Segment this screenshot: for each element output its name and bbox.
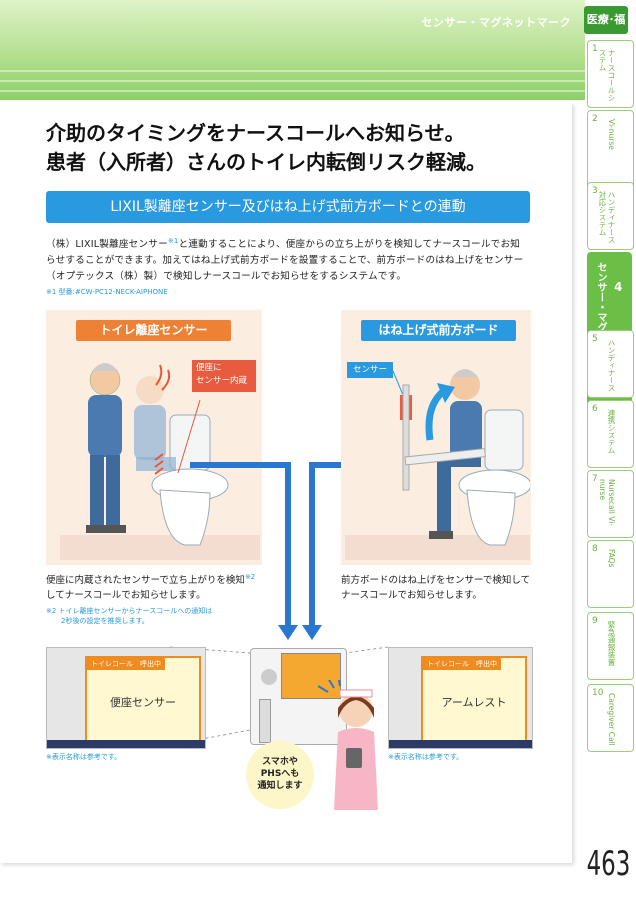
tab-number: 3 [592,186,598,196]
page-header: センサー・マグネットマーク [0,0,585,100]
right-caption-line-1: 前方ボードのはね上げをセンサーで検知して [341,575,531,586]
tab-label: FAQs [607,549,616,568]
tab-number: 2 [592,114,598,124]
header-stripe [0,90,585,92]
tab-label: ハンディナース [607,339,616,392]
body-line-1: （株）LIXIL製離座センサー※1と連動することにより、便座からの立ち上がりを検… [46,236,520,250]
tab-label: ハンディナース対応システム [598,191,616,244]
screen-note-right: ※表示名称は参考です。 [388,753,464,761]
tab-number: 6 [592,404,598,414]
toilet-sensor-label: トイレ離座センサー [76,320,231,341]
bubble-line-1: スマホや [262,757,298,767]
body-line-3: （オプテックス（株）製）で検知しナースコールでお知らせをするシステムです。 [46,271,407,282]
sidebar-tab-5[interactable]: 5 ハンディナース [587,330,634,398]
callout-line-2: センサー内蔵 [196,376,248,386]
header-stripe [0,70,585,72]
screen-tab: トイレコール 呼出中 [423,658,501,670]
tab-label: Nursecall Vi-nurse [598,479,616,526]
speaker-icon [261,669,277,685]
screen-bottom-bar [47,740,205,748]
screen-display: トイレコール 呼出中 便座センサー [85,656,201,742]
device-screen [281,653,341,699]
footnote-marker: ※1 [167,236,179,245]
active-tab-label: センサー・マグネットマーク [595,262,606,392]
screen-note-left: ※表示名称は参考です。 [46,753,122,761]
header-stripe [0,80,585,82]
headline-line-1: 介助のタイミングをナースコールへお知らせ。 [46,121,465,145]
callout-line-1: 便座に [196,363,222,373]
headline-line-2: 患者（入所者）さんのトイレ内転倒リスク軽減。 [46,150,486,174]
tab-number: 7 [592,474,598,484]
sidebar-tab-3[interactable]: 3 ハンディナース対応システム [587,182,634,250]
sidebar-tab-8[interactable]: 8 FAQs [587,540,634,608]
tab-label: Caregiver Call [607,693,616,746]
body-line-2: らせすることができます。加えてはね上げ式前方ボードを設置することで、前方ボードの… [46,255,524,266]
right-caption-line-2: ナースコールでお知らせします。 [341,590,482,601]
left-screen: トイレコール 呼出中 便座センサー [46,647,206,749]
footnote-marker: ※2 [244,572,256,581]
tab-number: 10 [592,688,604,698]
right-screen: トイレコール 呼出中 アームレスト [388,647,533,749]
sidebar-tab-1[interactable]: 1 ナースコールシステム [587,40,634,108]
footnote-2-line-2: 2秒後の設定を推奨します。 [61,617,149,625]
front-board-illustration [345,369,530,560]
screen-bottom-bar [389,740,532,748]
tab-number: 9 [592,616,598,626]
tab-number: 8 [592,544,598,554]
nurse-call-device [250,648,347,745]
caption-text: 便座に内蔵されたセンサーで立ち上がりを検知 [46,575,245,586]
toilet-sensor-illustration [60,363,260,560]
category-tab[interactable]: 医療･福祉 [584,6,628,54]
sidebar-tab-7[interactable]: 7 Nursecall Vi-nurse [587,470,634,538]
tab-label: ナースコールシステム [598,49,616,102]
tab-label: Vi-nurse [607,119,616,150]
footnote-2-line-1: ※2 トイレ離座センサーからナースコールへの通知は [46,607,213,615]
seat-sensor-callout: 便座に センサー内蔵 [192,360,256,392]
screen-message: アームレスト [441,696,507,709]
bubble-line-2: PHSへも [260,769,300,779]
tab-number: 5 [592,334,598,344]
body-text: と連動することにより、便座からの立ち上がりを検知してナースコールでお知 [178,239,521,250]
tab-label: 緊急通報装置 [607,621,616,666]
section-banner: LIXIL製離座センサー及びはね上げ式前方ボードとの連動 [46,191,530,223]
screen-tab: トイレコール 呼出中 [87,658,165,670]
nurse-illustration [318,680,378,810]
footnote-1: ※1 型番:#CW-PC12-NECK-AIPHONE [46,288,168,296]
page-number: 463 [586,844,630,884]
sensor-tag: センサー [347,362,393,378]
section-title: センサー・マグネットマーク [421,16,571,29]
notification-bubble: スマホや PHSへも 通知します [246,741,314,809]
front-board-label: はね上げ式前方ボード [361,320,516,341]
active-tab-number: 4 [614,280,623,294]
bubble-line-3: 通知します [257,781,303,791]
body-text: （株）LIXIL製離座センサー [46,239,168,250]
sidebar-tab-10[interactable]: 10 Caregiver Call [587,684,634,752]
screen-message: 便座センサー [110,696,176,709]
sidebar-tab-9[interactable]: 9 緊急通報装置 [587,612,634,680]
tab-label: 連携システム [607,409,616,454]
left-caption-line-1: 便座に内蔵されたセンサーで立ち上がりを検知※2 [46,572,255,586]
left-caption-line-2: してナースコールでお知らせします。 [46,590,206,601]
screen-display: トイレコール 呼出中 アームレスト [421,656,527,742]
tab-number: 1 [592,44,598,54]
sidebar-tab-6[interactable]: 6 連携システム [587,400,634,468]
handset-icon [259,699,271,743]
